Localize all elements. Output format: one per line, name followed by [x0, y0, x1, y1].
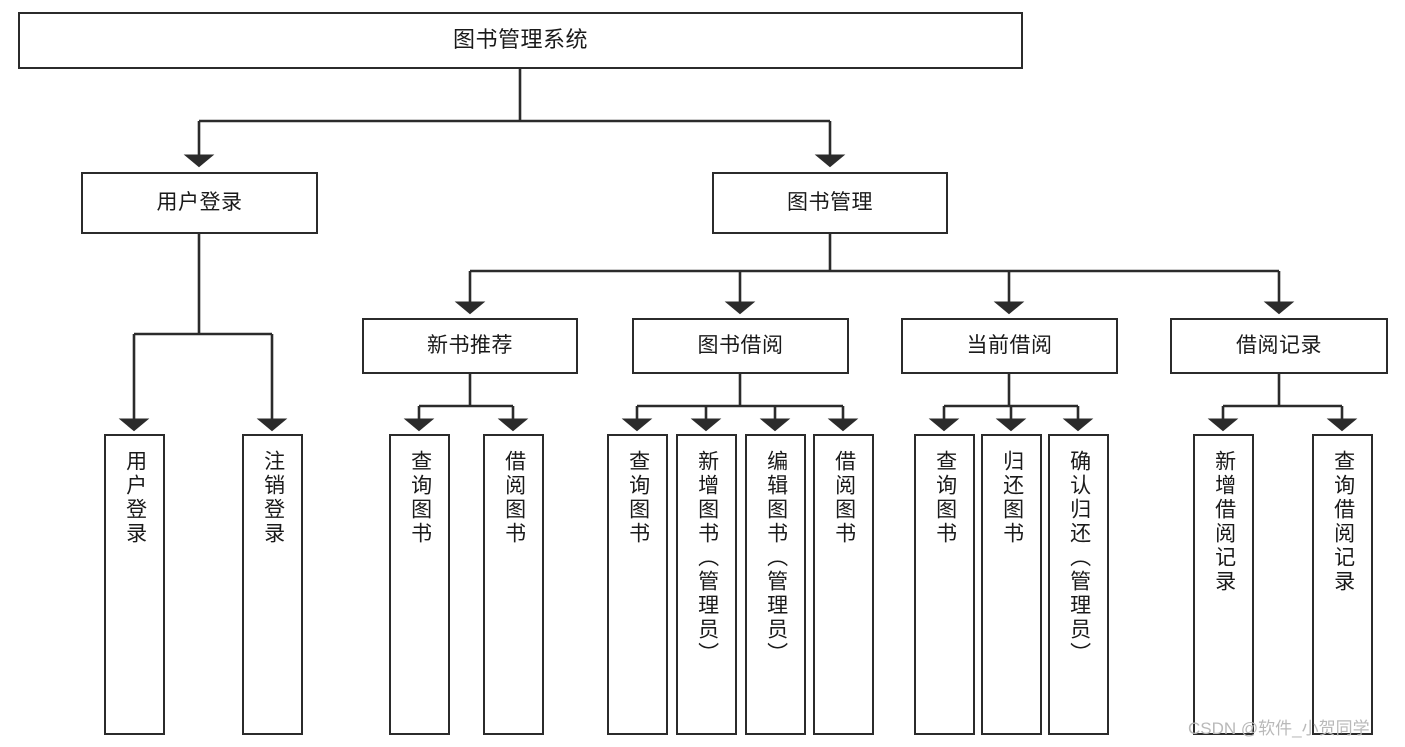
node-new-book-recommend[interactable]: 新书推荐 [362, 318, 578, 374]
node-label: 归还图书 [1000, 450, 1024, 546]
leaf-borrow-book[interactable]: 借阅图书 [813, 434, 874, 735]
node-label: 新增图书（管理员） [695, 450, 719, 666]
node-label: 图书借阅 [697, 334, 784, 358]
leaf-borrow-book-recommend[interactable]: 借阅图书 [483, 434, 544, 735]
leaf-return-book[interactable]: 归还图书 [981, 434, 1042, 735]
csdn-watermark: CSDN @软件_小贺同学 [1188, 719, 1370, 738]
node-label: 注销登录 [261, 450, 285, 546]
leaf-edit-book-admin[interactable]: 编辑图书（管理员） [745, 434, 806, 735]
node-label: 确认归还（管理员） [1067, 450, 1091, 666]
leaf-user-login[interactable]: 用户登录 [104, 434, 165, 735]
node-book-management[interactable]: 图书管理 [712, 172, 948, 234]
node-label: 借阅图书 [832, 450, 856, 546]
node-label: 查询图书 [626, 450, 650, 546]
node-root-system[interactable]: 图书管理系统 [18, 12, 1023, 69]
node-borrow-record[interactable]: 借阅记录 [1170, 318, 1388, 374]
node-label: 图书管理系统 [452, 27, 588, 53]
node-label: 查询图书 [933, 450, 957, 546]
leaf-confirm-return-admin[interactable]: 确认归还（管理员） [1048, 434, 1109, 735]
node-label: 编辑图书（管理员） [764, 450, 788, 666]
leaf-query-book-recommend[interactable]: 查询图书 [389, 434, 450, 735]
leaf-query-book-current[interactable]: 查询图书 [914, 434, 975, 735]
node-label: 借阅记录 [1236, 334, 1322, 358]
node-label: 用户登录 [156, 191, 243, 215]
node-book-borrow[interactable]: 图书借阅 [632, 318, 849, 374]
leaf-query-book-borrow[interactable]: 查询图书 [607, 434, 668, 735]
node-label: 图书管理 [787, 191, 873, 215]
node-label: 当前借阅 [966, 334, 1053, 358]
node-label: 新书推荐 [427, 334, 513, 358]
leaf-add-book-admin[interactable]: 新增图书（管理员） [676, 434, 737, 735]
leaf-query-borrow-record[interactable]: 查询借阅记录 [1312, 434, 1373, 735]
node-label: 查询借阅记录 [1331, 450, 1355, 594]
node-label: 用户登录 [123, 450, 147, 546]
node-label: 借阅图书 [502, 450, 526, 546]
node-label: 新增借阅记录 [1212, 450, 1236, 594]
node-current-borrow[interactable]: 当前借阅 [901, 318, 1118, 374]
leaf-logout[interactable]: 注销登录 [242, 434, 303, 735]
node-label: 查询图书 [408, 450, 432, 546]
node-user-login[interactable]: 用户登录 [81, 172, 318, 234]
leaf-add-borrow-record[interactable]: 新增借阅记录 [1193, 434, 1254, 735]
